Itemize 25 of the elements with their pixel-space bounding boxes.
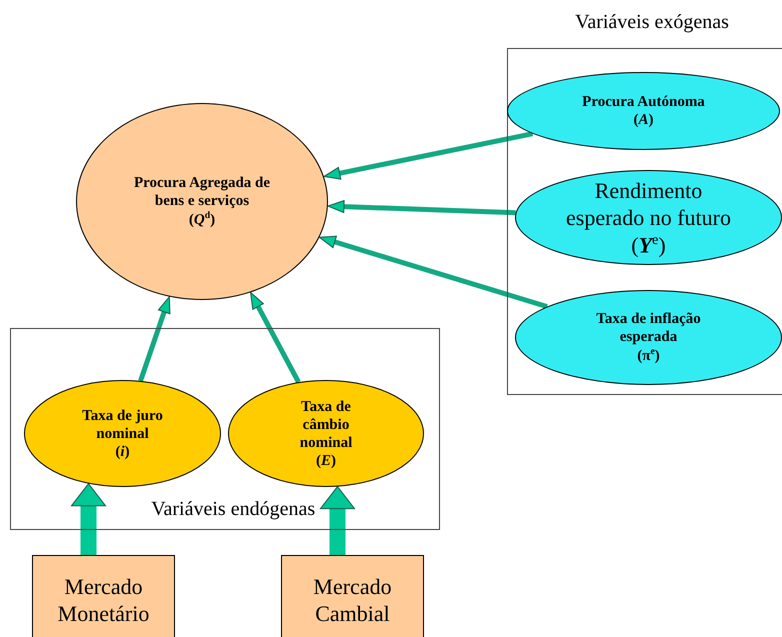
- group-frame: [10, 328, 440, 530]
- variable-symbol: (π$^{e}$): [637, 346, 660, 365]
- variable-label: Taxa de inflação esperada: [595, 310, 702, 346]
- block-arrow: [71, 483, 106, 555]
- variable-symbol: (E): [316, 452, 336, 470]
- variable-symbol: (A): [633, 111, 654, 129]
- variable-symbol: (Y$^{e}$): [631, 232, 666, 258]
- variable-label: Rendimento esperado no futuro: [565, 176, 732, 232]
- arrow: [327, 200, 516, 216]
- group-heading: Variáveis endógenas: [151, 498, 316, 521]
- block-arrow: [320, 486, 355, 555]
- arrow: [323, 131, 534, 180]
- market-label: Mercado Cambial: [312, 572, 393, 628]
- variable-label: Taxa de câmbio nominal: [298, 398, 354, 452]
- variable-symbol: (i): [115, 442, 130, 460]
- variable-label: Procura Autónoma: [582, 93, 705, 111]
- market-box: [32, 555, 175, 637]
- variable-label: Procura Agregada de bens e serviços: [132, 174, 272, 210]
- group-heading: Variáveis exógenas: [575, 11, 729, 34]
- variable-symbol: (Q$^{d}$): [188, 210, 216, 229]
- arrow: [318, 236, 548, 309]
- market-label: Mercado Monetário: [56, 572, 150, 628]
- arrow: [250, 292, 301, 384]
- market-box: [281, 555, 424, 637]
- arrow: [138, 296, 170, 382]
